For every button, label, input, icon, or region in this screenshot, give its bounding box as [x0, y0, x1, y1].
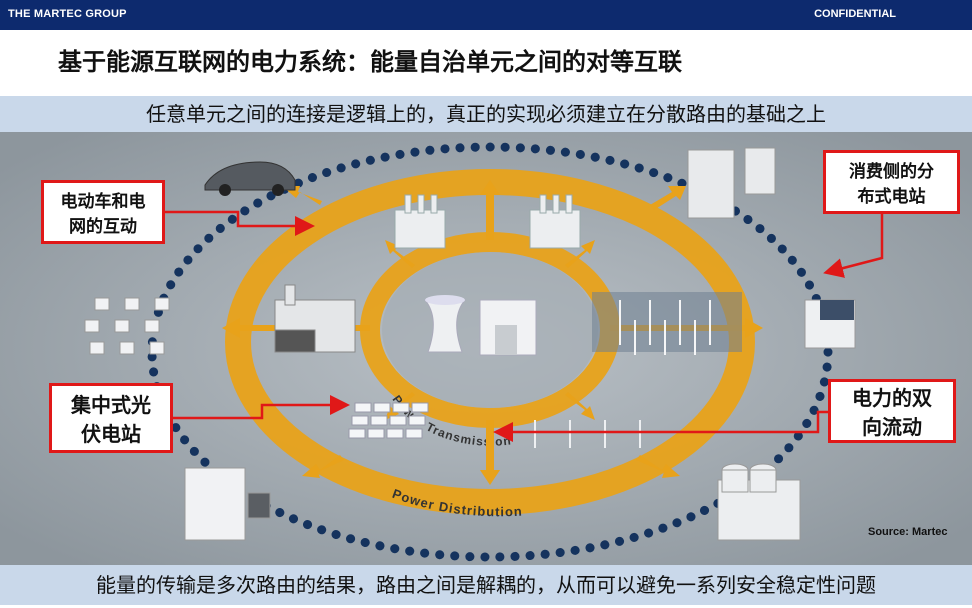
top-bar: THE MARTEC GROUP CONFIDENTIAL [0, 0, 972, 30]
subtitle-band: 任意单元之间的连接是逻辑上的，真正的实现必须建立在分散路由的基础之上 [0, 96, 972, 132]
source-label: Source: Martec [868, 526, 947, 538]
page-title: 基于能源互联网的电力系统：能量自治单元之间的对等互联 [58, 42, 682, 77]
callout-centralized-pv: 集中式光 伏电站 [49, 383, 173, 453]
callout-ev-grid: 电动车和电 网的互动 [41, 180, 165, 244]
brand-label: THE MARTEC GROUP [8, 8, 127, 20]
callout-bidirectional-flow: 电力的双 向流动 [828, 379, 956, 443]
solar-house-icon [805, 300, 855, 348]
callout-bidir-line-2: 向流动 [852, 411, 932, 440]
power-plant-icon [425, 295, 536, 355]
callout-consumer-line-2: 布式电站 [849, 182, 934, 207]
wind-farm-icon [592, 292, 742, 355]
callout-bidir-line-1: 电力的双 [852, 382, 932, 411]
callout-ev-line-1: 电动车和电 [61, 187, 146, 212]
confidential-label: CONFIDENTIAL [814, 8, 896, 20]
footer-band: 能量的传输是多次路由的结果，路由之间是解耦的，从而可以避免一系列安全稳定性问题 [0, 565, 972, 605]
callout-consumer-distributed: 消费侧的分 布式电站 [823, 150, 960, 214]
houses-icon [85, 298, 169, 354]
callout-ev-line-2: 网的互动 [61, 212, 146, 237]
callout-pv-line-2: 伏电站 [71, 418, 151, 447]
callout-pv-line-1: 集中式光 [71, 389, 151, 418]
callout-consumer-line-1: 消费侧的分 [849, 157, 934, 182]
